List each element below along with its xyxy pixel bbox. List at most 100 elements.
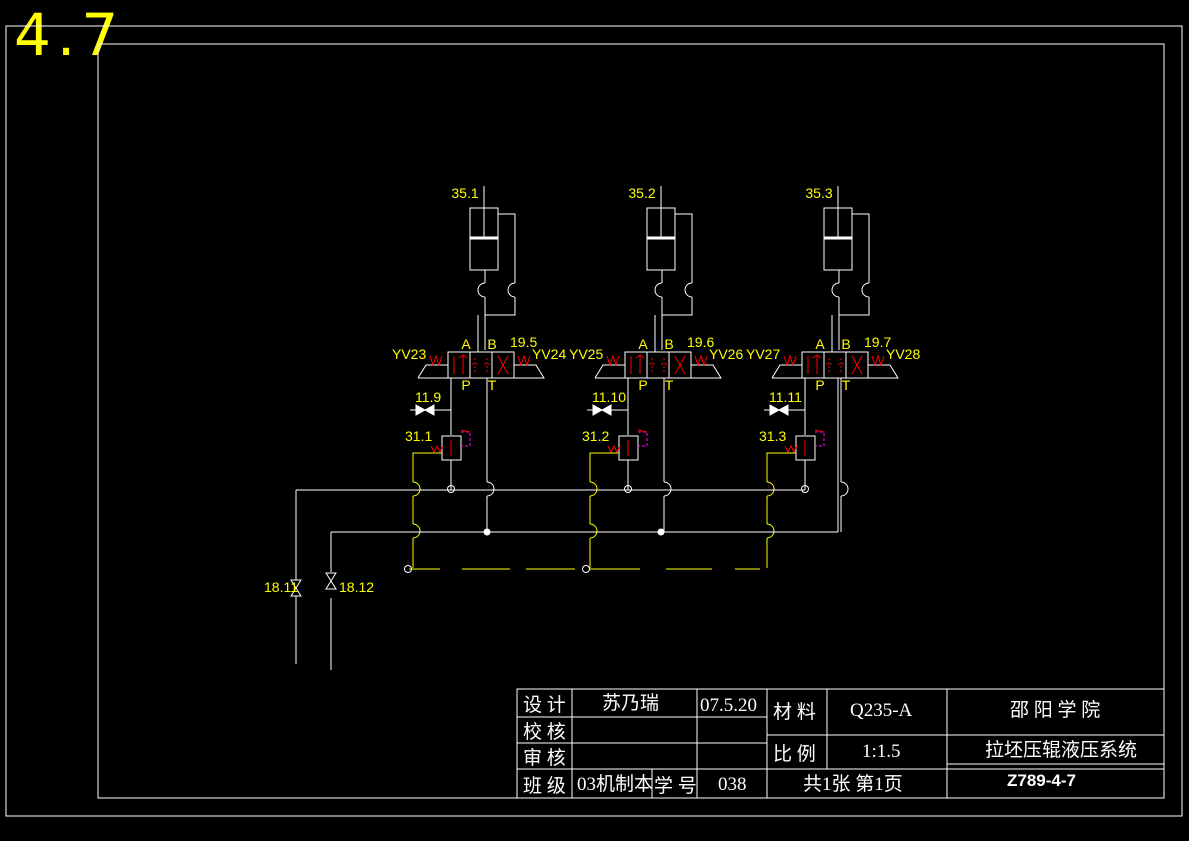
junction-node — [447, 485, 455, 493]
pipe-b — [839, 297, 870, 316]
cylinder-label: 35.3 — [805, 185, 832, 201]
drain-pipe — [589, 452, 619, 482]
scale-value: 1:1.5 — [862, 741, 901, 762]
pipe-crossover — [412, 523, 421, 539]
material-label: 材 料 — [773, 701, 816, 723]
cylinder-label: 35.2 — [628, 185, 655, 201]
solenoid-right-label: YV26 — [709, 346, 743, 362]
cross-flow-icon — [497, 355, 509, 375]
inner-frame — [97, 43, 1165, 799]
port-a-label: A — [638, 336, 648, 352]
designer-name: 苏乃瑞 — [602, 692, 659, 714]
pipe-crossover — [589, 523, 598, 539]
drawing-number: Z789-4-7 — [1007, 771, 1076, 790]
shutoff-valve-icon — [290, 579, 302, 597]
title-block — [516, 688, 1165, 799]
drain-pipe — [412, 452, 442, 482]
check-valve-icon — [592, 404, 612, 416]
spring-icon — [430, 444, 444, 454]
valve-label: 19.7 — [864, 334, 891, 350]
class-label: 班 级 — [523, 775, 566, 797]
flow-arrow-icon — [630, 354, 645, 374]
valve-body — [624, 351, 692, 379]
pipe-b — [662, 297, 693, 316]
valve-label: 19.6 — [687, 334, 714, 350]
valve-spring-base — [417, 364, 545, 379]
port-t-label: T — [665, 377, 674, 393]
spring-icon — [606, 354, 620, 367]
pressure-valve-label: 31.2 — [582, 428, 609, 444]
title-block-text: 设 计 苏乃瑞 07.5.20 校 核 审 核 班 级 03机制本 学 号 03… — [523, 692, 1137, 797]
pipe-crossover — [589, 481, 598, 497]
solenoid-left-label: YV27 — [746, 346, 780, 362]
scale-label: 比 例 — [773, 743, 816, 765]
port-b-label: B — [841, 336, 850, 352]
junction-node — [483, 528, 491, 536]
cylinder-label: 35.1 — [451, 185, 478, 201]
valve-body — [447, 351, 515, 379]
pilot-arrow-icon — [460, 429, 471, 433]
pipe-crossover — [507, 282, 516, 298]
valve-body — [801, 351, 869, 379]
pilot-line — [638, 431, 648, 447]
port-t-label: T — [842, 377, 851, 393]
blocked-ports-icon — [826, 358, 844, 372]
flow-arrow-icon — [453, 354, 468, 374]
design-label: 设 计 — [523, 694, 566, 716]
pipe-crossover — [766, 481, 775, 497]
port-a-label: A — [815, 336, 825, 352]
port-t-label: T — [488, 377, 497, 393]
student-no: 038 — [718, 774, 747, 795]
junction-node — [657, 528, 665, 536]
class-value: 03机制本 — [577, 773, 653, 795]
shutoff-valve-icon — [325, 572, 337, 590]
outer-frame — [5, 25, 1183, 817]
pilot-line — [815, 431, 825, 447]
cross-flow-icon — [851, 355, 863, 375]
drawing-title: 拉坯压辊液压系统 — [985, 739, 1137, 761]
check-valve-label: 11.9 — [415, 389, 441, 405]
pipe-crossover — [486, 481, 495, 497]
solenoid-left-label: YV25 — [569, 346, 603, 362]
pipe-crossover — [861, 282, 870, 298]
pipe-crossover — [831, 282, 840, 298]
junction-node — [624, 485, 632, 493]
valve-label: 19.5 — [510, 334, 537, 350]
pilot-line — [461, 431, 471, 447]
spring-icon — [783, 354, 797, 367]
pipe-crossover — [477, 282, 486, 298]
blocked-ports-icon — [649, 358, 667, 372]
sheet-count: 共1张 第1页 — [803, 773, 903, 795]
port-b-label: B — [487, 336, 496, 352]
pipe-crossover — [654, 282, 663, 298]
junction-node — [404, 565, 412, 573]
pilot-arrow-icon — [637, 429, 648, 433]
pipe-b — [852, 213, 870, 283]
pipe-crossover — [684, 282, 693, 298]
check-valve-icon — [415, 404, 435, 416]
junction-node — [582, 565, 590, 573]
student-no-label: 学 号 — [654, 775, 697, 797]
school-name: 邵 阳 学 院 — [1010, 699, 1100, 721]
shutoff-valve-label: 18.11 — [264, 579, 298, 595]
check-valve-icon — [769, 404, 789, 416]
port-p-label: P — [461, 377, 470, 393]
spring-icon — [784, 444, 798, 454]
spring-icon — [607, 444, 621, 454]
port-p-label: P — [815, 377, 824, 393]
design-date: 07.5.20 — [700, 695, 757, 716]
main-pipes: 18.11 18.12 — [264, 378, 839, 670]
spring-icon — [694, 354, 708, 367]
sheet-number-label: 4.7 — [14, 1, 125, 69]
flow-arrow-icon — [807, 354, 822, 374]
pipe-b — [675, 213, 693, 283]
solenoid-right-label: YV28 — [886, 346, 920, 362]
pipe-b — [498, 213, 516, 283]
pipe-crossover — [840, 481, 849, 497]
pipe-crossover — [663, 481, 672, 497]
port-b-label: B — [664, 336, 673, 352]
shutoff-valve-label: 18.12 — [339, 579, 374, 595]
